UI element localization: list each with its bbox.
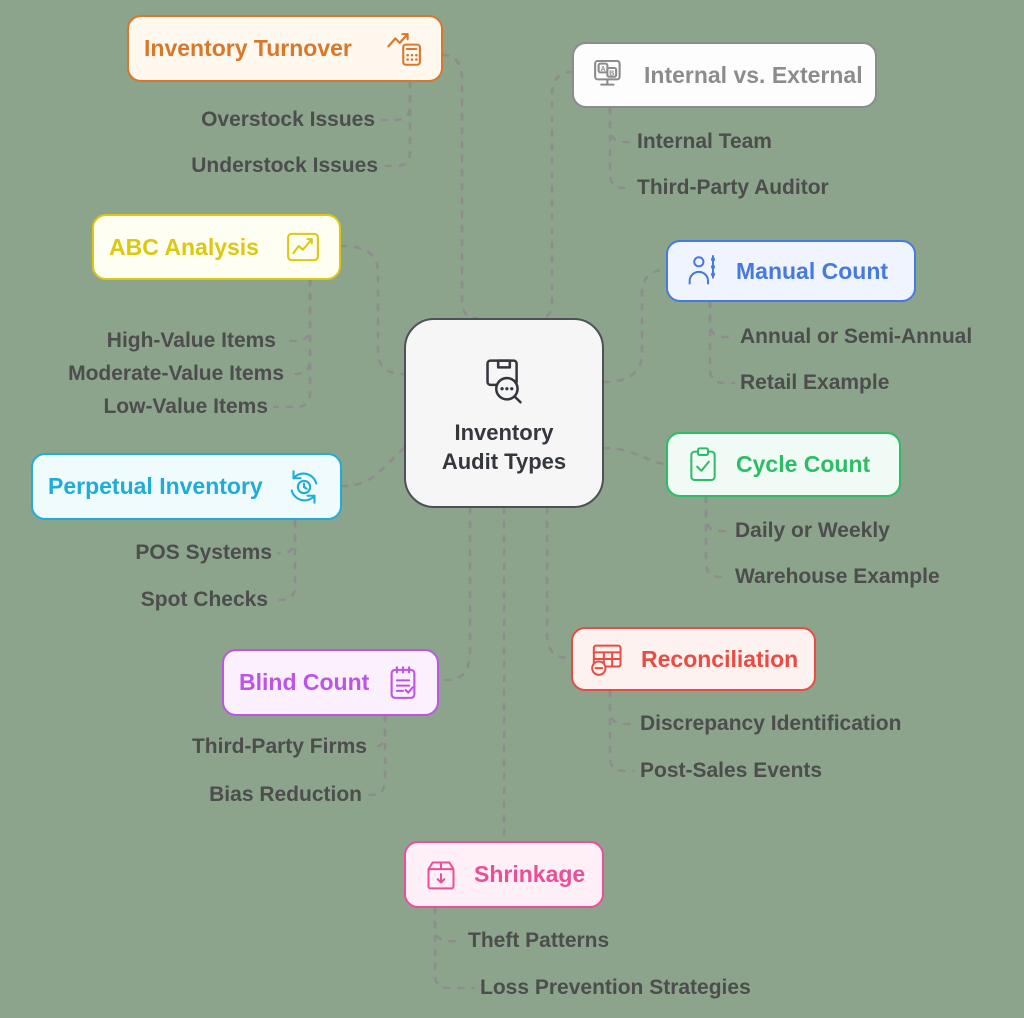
- chart-board-icon: [282, 226, 324, 268]
- child-bias-reduction: Bias Reduction: [209, 783, 362, 806]
- branch-label-perpetual-inventory: Perpetual Inventory: [48, 473, 263, 499]
- child-high-value-items: High-Value Items: [106, 329, 276, 352]
- child-low-value-items: Low-Value Items: [103, 395, 268, 418]
- center-label-line1: Inventory: [454, 420, 554, 446]
- child-spot-checks: Spot Checks: [140, 588, 268, 611]
- branch-label-cycle-count: Cycle Count: [736, 451, 871, 477]
- connector-internal-vs-external: [538, 70, 574, 320]
- branch-reconciliation: Reconciliation: [571, 627, 816, 691]
- child-retail-example: Retail Example: [740, 371, 890, 394]
- child-third-party-auditor: Third-Party Auditor: [637, 176, 829, 199]
- connector-pos-systems: [276, 519, 297, 555]
- connector-retail-example: [708, 300, 736, 385]
- person-tally-icon: [683, 251, 723, 291]
- connector-low-value-items: [272, 278, 312, 409]
- branch-label-shrinkage: Shrinkage: [474, 861, 586, 887]
- child-discrepancy-identification: Discrepancy Identification: [640, 712, 902, 735]
- cycle-arrows-clock-icon: [283, 466, 325, 508]
- branch-label-inventory-turnover: Inventory Turnover: [144, 35, 352, 61]
- child-understock-issues: Understock Issues: [191, 154, 378, 177]
- package-magnifier-icon: [473, 349, 535, 411]
- branch-label-abc-analysis: ABC Analysis: [109, 233, 259, 260]
- package-arrow-icon: [421, 855, 461, 895]
- connector-high-value-items: [280, 278, 312, 343]
- child-loss-prevention-strategies: Loss Prevention Strategies: [480, 976, 751, 999]
- branch-inventory-turnover: Inventory Turnover: [127, 15, 443, 82]
- branch-shrinkage: Shrinkage: [404, 841, 604, 908]
- connector-moderate-value-items: [288, 278, 312, 376]
- connector-annual-or-semi-annual: [708, 300, 736, 339]
- connector-loss-prevention: [433, 906, 476, 990]
- monitor-ab-icon: A B: [589, 54, 631, 96]
- branch-label-internal-vs-external: Internal vs. External: [644, 61, 863, 88]
- connector-cycle-count: [602, 446, 668, 466]
- connector-spot-checks: [272, 519, 297, 602]
- branch-label-manual-count: Manual Count: [736, 257, 889, 284]
- connector-inventory-turnover: [441, 53, 478, 320]
- child-post-sales-events: Post-Sales Events: [640, 759, 823, 782]
- center-label: Inventory Audit Types: [442, 419, 566, 476]
- connector-perpetual-inventory: [340, 446, 406, 488]
- child-moderate-value-items: Moderate-Value Items: [68, 362, 284, 385]
- connector-discrepancy-identification: [608, 689, 636, 726]
- clipboard-check-icon: [683, 445, 723, 485]
- child-annual-or-semi-annual: Annual or Semi-Annual: [740, 325, 973, 348]
- child-pos-systems: POS Systems: [135, 541, 272, 564]
- branch-blind-count: Blind Count: [222, 649, 439, 716]
- child-overstock-issues: Overstock Issues: [201, 108, 375, 131]
- connector-theft-patterns: [433, 906, 464, 943]
- connector-understock-issues: [384, 80, 412, 168]
- center-node-inventory-audit-types: Inventory Audit Types: [404, 318, 604, 508]
- center-label-line2: Audit Types: [441, 449, 567, 474]
- svg-text:A: A: [600, 66, 605, 73]
- connector-third-party-auditor: [608, 106, 633, 190]
- connector-overstock-issues: [380, 80, 412, 122]
- connector-blind-count: [437, 506, 472, 682]
- connector-internal-team: [608, 106, 633, 144]
- connector-reconciliation: [545, 506, 573, 660]
- child-warehouse-example: Warehouse Example: [735, 565, 940, 588]
- child-daily-or-weekly: Daily or Weekly: [735, 519, 890, 542]
- branch-abc-analysis: ABC Analysis: [92, 214, 341, 280]
- branch-perpetual-inventory: Perpetual Inventory: [31, 453, 342, 520]
- child-internal-team: Internal Team: [637, 130, 772, 153]
- connector-warehouse-example: [704, 495, 731, 579]
- branch-internal-vs-external: A B Internal vs. External: [572, 42, 877, 108]
- connector-bias-reduction: [366, 714, 387, 797]
- child-theft-patterns: Theft Patterns: [468, 929, 610, 952]
- branch-cycle-count: Cycle Count: [666, 432, 901, 497]
- notepad-checklist-icon: [382, 662, 424, 704]
- branch-label-reconciliation: Reconciliation: [641, 645, 799, 672]
- branch-label-blind-count: Blind Count: [239, 669, 370, 695]
- calculator-trend-icon: [384, 28, 426, 70]
- connector-manual-count: [602, 268, 668, 384]
- branch-manual-count: Manual Count: [666, 240, 916, 302]
- connector-abc-analysis: [339, 244, 406, 376]
- child-third-party-firms: Third-Party Firms: [191, 735, 367, 758]
- table-minus-icon: [588, 639, 628, 679]
- connector-third-party-firms: [371, 714, 387, 749]
- svg-text:B: B: [609, 70, 614, 77]
- connector-daily-or-weekly: [704, 495, 731, 533]
- connector-post-sales-events: [608, 689, 636, 773]
